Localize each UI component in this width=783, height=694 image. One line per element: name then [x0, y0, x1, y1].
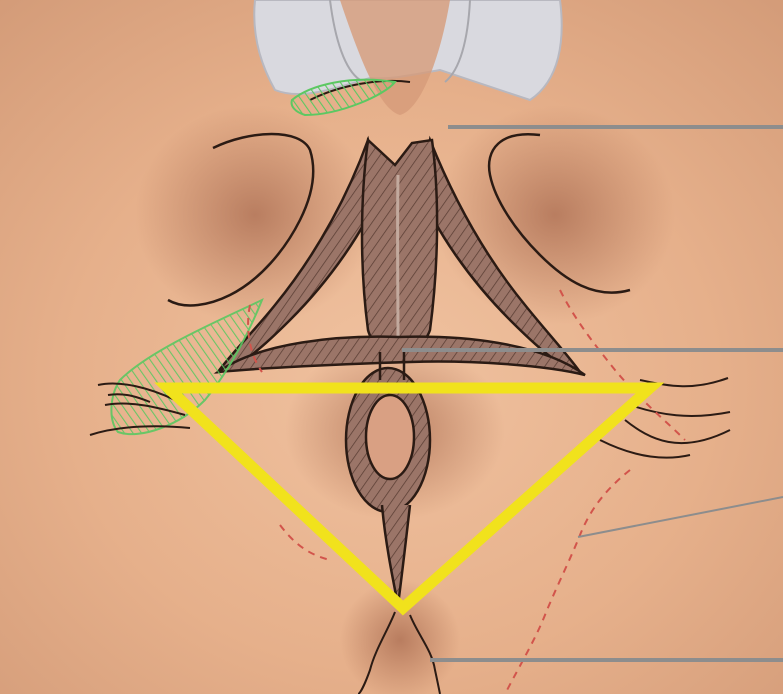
- shadow-right: [435, 105, 675, 325]
- sphincter-inner: [366, 395, 414, 479]
- muscle-center: [362, 140, 437, 352]
